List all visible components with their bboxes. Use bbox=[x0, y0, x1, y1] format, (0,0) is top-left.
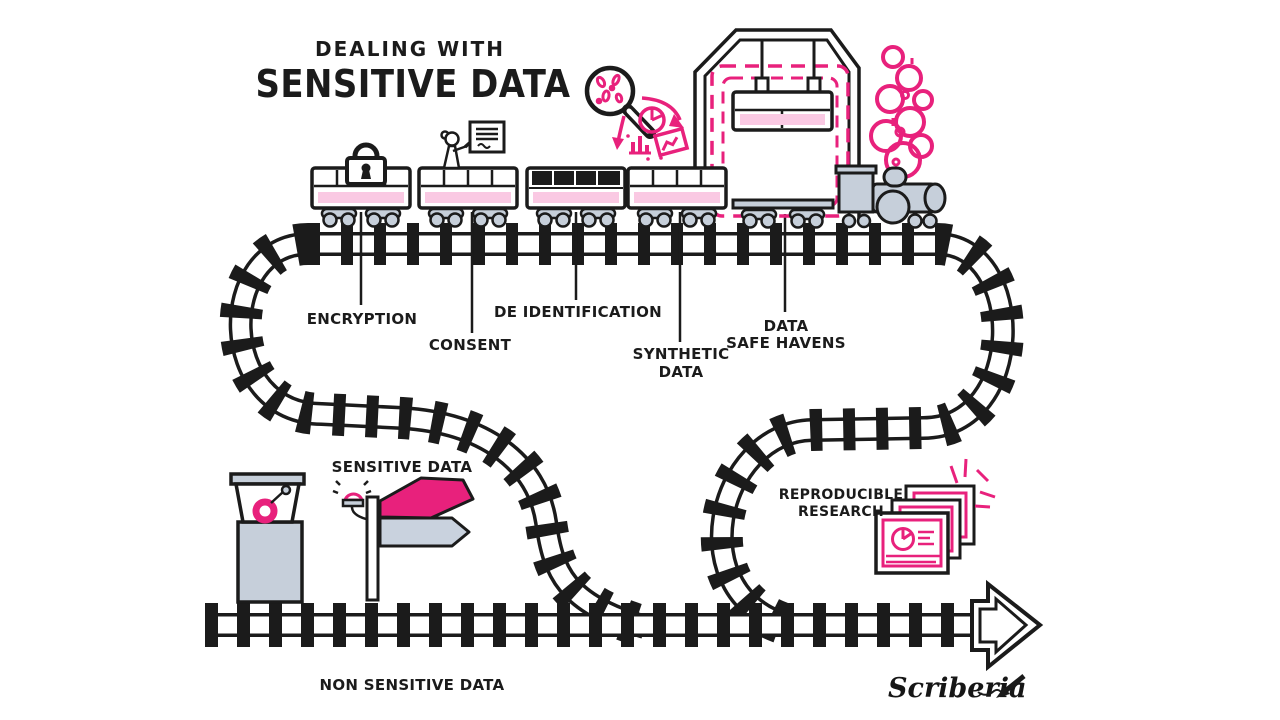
wagon-de-identification bbox=[525, 166, 627, 228]
label-non-sensitive-data: NON SENSITIVE DATA bbox=[320, 676, 505, 694]
label-connectors bbox=[359, 212, 787, 342]
label-sensitive-data: SENSITIVE DATA bbox=[332, 458, 473, 476]
label-reproducible: REPRODUCIBLE bbox=[779, 487, 904, 503]
sparkle-icon bbox=[949, 458, 996, 509]
synthetic-data-sketches bbox=[612, 96, 690, 161]
signal-lamp-icon bbox=[332, 480, 372, 508]
label-safe-havens-line2: SAFE HAVENS bbox=[726, 334, 846, 352]
title-line1: DEALING WITH bbox=[315, 37, 505, 61]
label-synthetic-line1: SYNTHETIC bbox=[633, 345, 730, 363]
wagon-encryption bbox=[310, 142, 412, 228]
steam-cloud bbox=[869, 45, 934, 179]
signature: Scriberia bbox=[888, 673, 1026, 704]
non-sensitive-direction-sign bbox=[378, 516, 471, 548]
label-encryption: ENCRYPTION bbox=[307, 310, 418, 328]
padlock-icon bbox=[345, 142, 387, 186]
labels: DEALING WITH SENSITIVE DATA ENCRYPTION C… bbox=[256, 37, 904, 694]
consent-document bbox=[468, 120, 506, 154]
pie-chart-icon bbox=[638, 106, 666, 134]
bar-chart-icon bbox=[629, 136, 651, 155]
label-consent: CONSENT bbox=[429, 336, 512, 354]
flat-wagon-safe-havens bbox=[731, 198, 835, 229]
label-research: RESEARCH bbox=[798, 504, 884, 520]
signal-tower bbox=[229, 472, 306, 604]
research-documents bbox=[874, 458, 996, 575]
title-line2: SENSITIVE DATA bbox=[256, 62, 571, 106]
label-de-identification: DE IDENTIFICATION bbox=[494, 303, 662, 321]
train bbox=[310, 120, 947, 229]
data-safe-haven-shed bbox=[693, 28, 861, 222]
arrow-icon bbox=[970, 579, 1044, 672]
signpost-icon bbox=[332, 476, 475, 602]
suspended-wagon bbox=[731, 90, 834, 132]
label-safe-havens-line1: DATA bbox=[764, 317, 809, 335]
wagon-consent bbox=[417, 120, 519, 228]
label-synthetic-line2: DATA bbox=[659, 363, 704, 381]
photo-icon bbox=[652, 126, 690, 158]
wagon-synthetic-data bbox=[626, 166, 728, 228]
locomotive bbox=[834, 164, 947, 229]
pen-icon bbox=[996, 674, 1026, 698]
sensitive-direction-sign bbox=[378, 476, 475, 520]
